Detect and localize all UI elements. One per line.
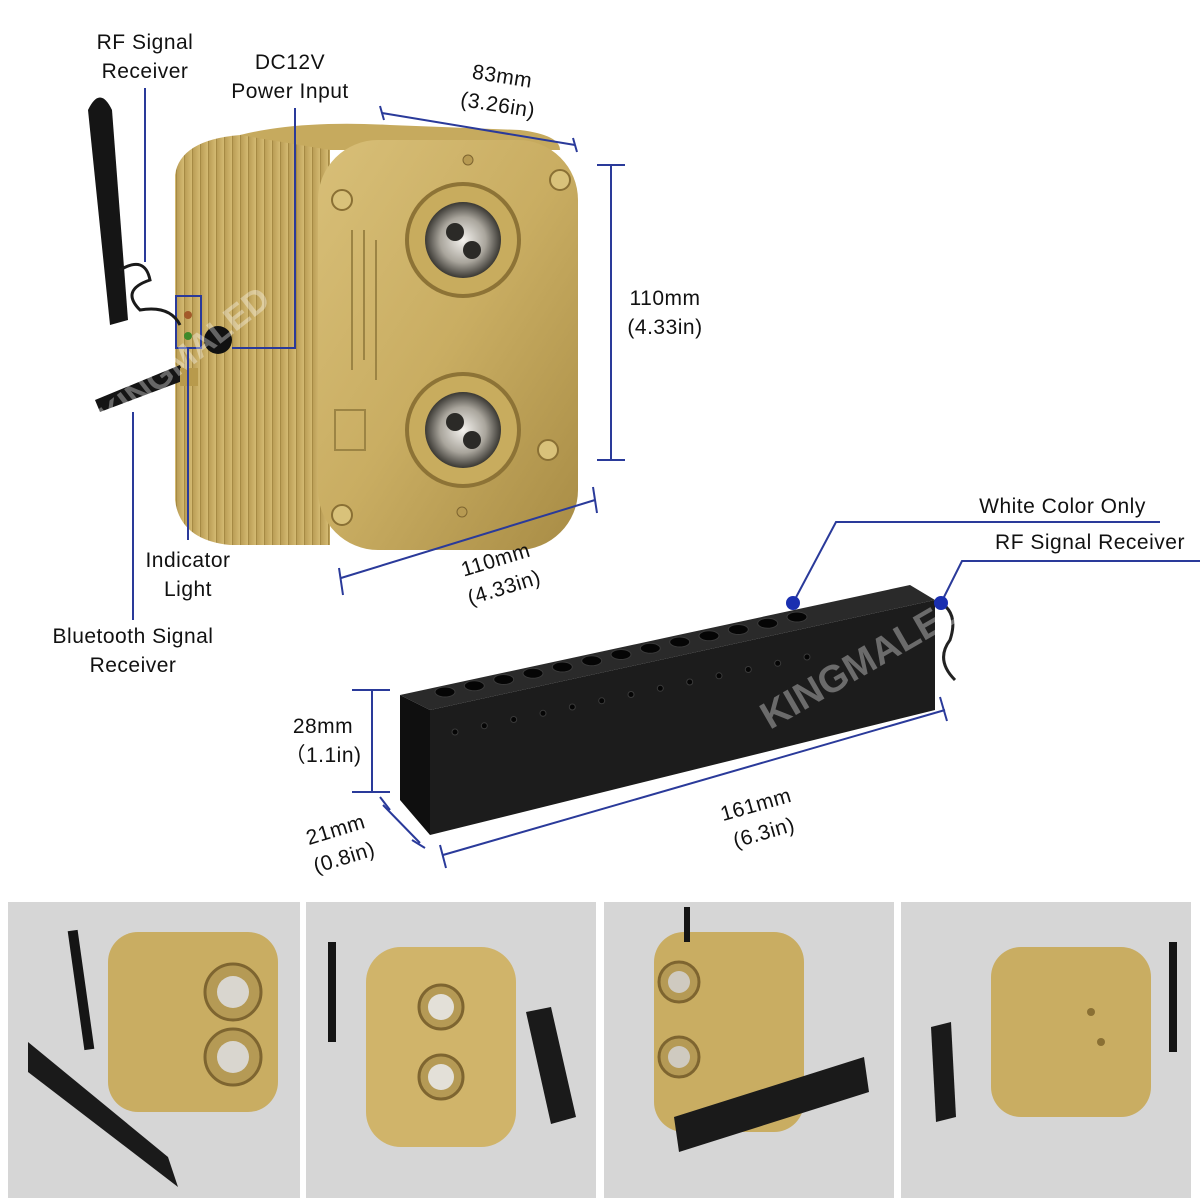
tail-bar-screw: [451, 728, 459, 736]
indicator-led-green: [184, 332, 192, 340]
dc-jack: [204, 326, 232, 354]
tail-bar-screw: [803, 653, 811, 661]
tail-bar-hole: [639, 642, 661, 654]
thumbnail-3: [604, 902, 894, 1198]
tail-bar-screw: [656, 684, 664, 692]
callout-dot-white: [786, 596, 800, 610]
product-diagram: KINGMALED KINGMALED: [88, 88, 1200, 869]
callout-bluetooth-receiver: Bluetooth Signal Receiver: [52, 625, 214, 677]
tail-bar-screw: [627, 691, 635, 698]
tail-bar-screw: [744, 666, 752, 673]
illuminator-box: [175, 123, 578, 550]
dim-bar-height: 28mm （1.1in): [284, 715, 362, 767]
tail-bar-screw: [686, 678, 694, 686]
callout-dot-rf: [934, 596, 948, 610]
callout-white-color-only: White Color Only: [979, 495, 1146, 518]
thumbnail-2: [306, 902, 596, 1198]
tail-bar-hole: [522, 667, 544, 679]
tail-bar-screw: [510, 716, 518, 723]
tail-bar-hole: [610, 649, 632, 660]
callout-dc-power-input: DC12V Power Input: [231, 51, 349, 103]
tail-bar-hole: [669, 636, 691, 648]
tail-bar: [400, 585, 957, 835]
lens-port-top: [405, 154, 521, 298]
tail-bar-hole: [493, 674, 515, 685]
tail-bar-hole: [757, 617, 779, 629]
tail-bar-screw: [774, 659, 782, 667]
rf-antenna: [88, 97, 182, 326]
tail-bar-hole: [551, 661, 573, 673]
tail-bar-screw: [568, 703, 576, 711]
tail-bar-screw: [480, 722, 488, 730]
lens-port-bottom: [405, 372, 521, 518]
tail-bar-hole: [727, 624, 749, 635]
tail-bar-screw: [715, 672, 723, 680]
tail-bar-screw: [598, 697, 606, 705]
tail-bar-wire: [934, 598, 957, 682]
tail-bar-hole: [434, 686, 456, 698]
tail-bar-front: [400, 695, 430, 835]
corner-screws: [331, 169, 571, 526]
tail-bar-hole: [463, 680, 485, 692]
thumbnail-1: [8, 902, 300, 1198]
thumbnail-4: [901, 902, 1191, 1198]
tail-bar-hole: [698, 630, 720, 642]
dim-box-height: 110mm (4.33in): [627, 287, 703, 339]
callout-rf-receiver-bar: RF Signal Receiver: [995, 531, 1185, 554]
product-sticker: [334, 230, 377, 451]
callout-rf-signal-receiver: RF Signal Receiver: [96, 31, 194, 83]
indicator-led-red: [184, 311, 192, 319]
box-side-ribbed: [175, 130, 330, 545]
callout-lines: [132, 88, 1200, 620]
tail-bar-screw: [539, 709, 547, 717]
dimension-lines: [338, 105, 948, 869]
tail-bar-hole: [581, 655, 603, 667]
tail-bar-holes: [434, 611, 811, 736]
callout-indicator-light: Indicator Light: [145, 549, 231, 601]
tail-bar-hole: [786, 611, 808, 623]
